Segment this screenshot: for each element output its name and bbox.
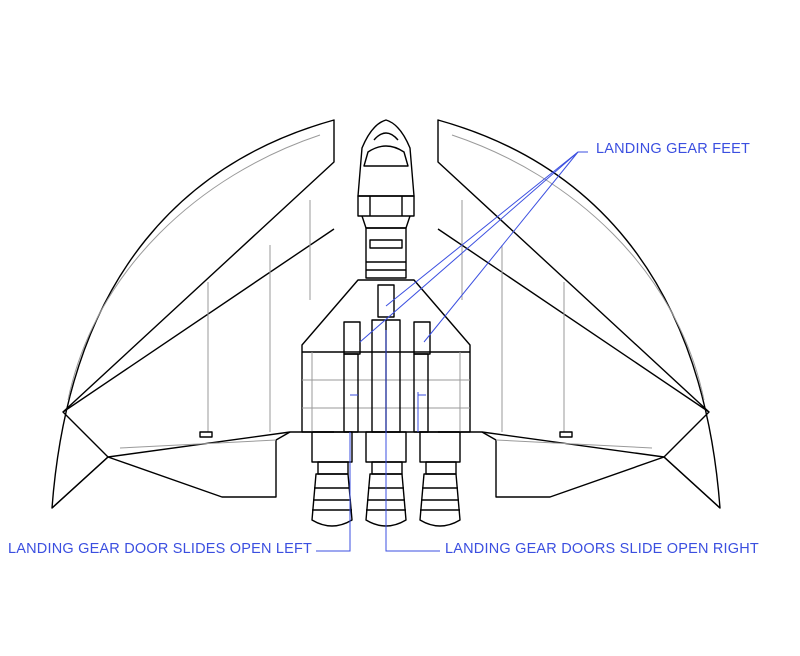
- engine-left: [311, 431, 353, 527]
- landing-gear-doors-right-label: LANDING GEAR DOORS SLIDE OPEN RIGHT: [445, 541, 759, 557]
- callout-lines: [316, 151, 588, 552]
- engine-right: [419, 431, 461, 527]
- right-wing: [437, 119, 721, 509]
- nose-section: [357, 119, 415, 279]
- landing-gear-door-left-label: LANDING GEAR DOOR SLIDES OPEN LEFT: [8, 541, 313, 557]
- left-wing: [51, 119, 335, 509]
- landing-gear-feet-label: LANDING GEAR FEET: [596, 141, 751, 157]
